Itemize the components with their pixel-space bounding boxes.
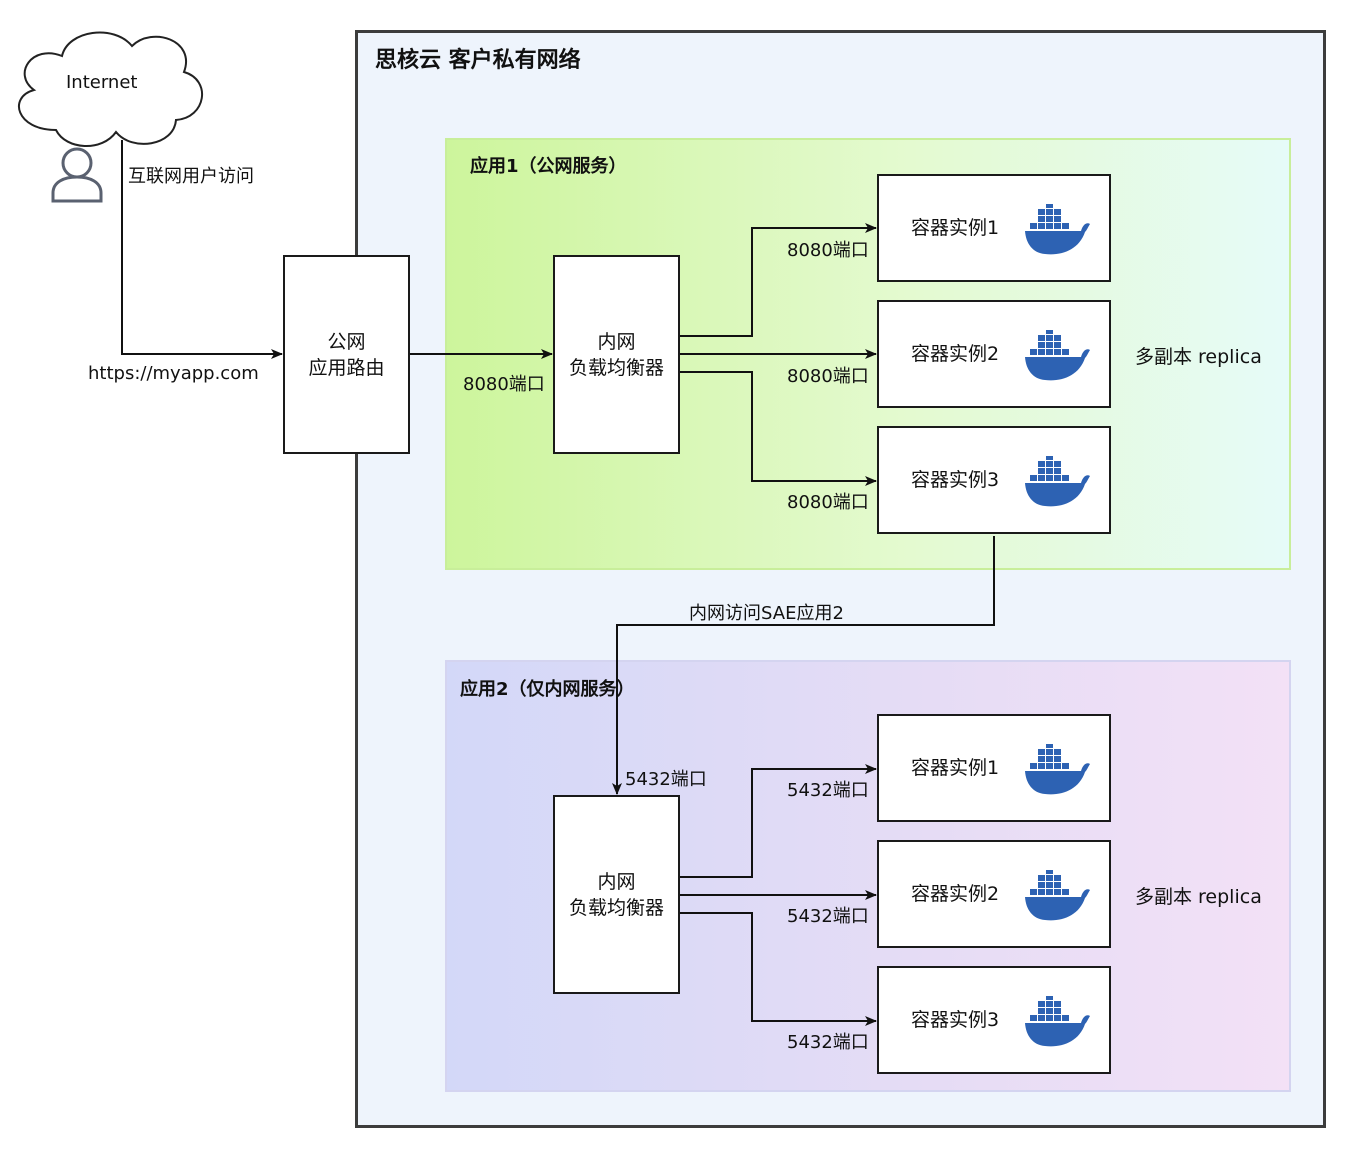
app1-internal-load-balancer: 内网 负载均衡器 — [553, 255, 680, 454]
app2-replica-label: 多副本 replica — [1135, 886, 1262, 908]
app2-lb-line1: 内网 — [597, 870, 636, 893]
user-icon — [51, 147, 103, 203]
app1-lb-line1: 内网 — [597, 330, 636, 353]
app2-inst3-port-label: 5432端口 — [787, 1032, 869, 1053]
lb1-to-inst1-line — [680, 223, 877, 337]
app1-lb-line2: 负载均衡器 — [568, 356, 664, 379]
app2-title: 应用2（仅内网服务） — [460, 679, 635, 700]
app1-inst1-port-label: 8080端口 — [787, 240, 869, 261]
app1-container-instance-2: 容器实例2 — [877, 300, 1111, 408]
url-label: https://myapp.com — [88, 363, 259, 384]
user-to-router-line — [121, 140, 283, 359]
user-access-label: 互联网用户访问 — [128, 166, 254, 187]
docker-icon — [1025, 870, 1090, 921]
app2-internal-load-balancer: 内网 负载均衡器 — [553, 795, 680, 994]
app1-to-app2-line — [612, 536, 995, 795]
app1-inst2-port-label: 8080端口 — [787, 366, 869, 387]
app1-container-instance-3: 容器实例3 — [877, 426, 1111, 534]
app2-inst1-port-label: 5432端口 — [787, 780, 869, 801]
instance-label: 容器实例2 — [911, 883, 1000, 905]
docker-icon — [1025, 456, 1090, 507]
app2-container-instance-2: 容器实例2 — [877, 840, 1111, 948]
public-app-router: 公网 应用路由 — [283, 255, 410, 454]
internet-cloud-icon — [18, 31, 203, 147]
app1-container-instance-1: 容器实例1 — [877, 174, 1111, 282]
lb2-to-inst3-line — [680, 912, 877, 1026]
app2-inst2-port-label: 5432端口 — [787, 906, 869, 927]
internal-access-label: 内网访问SAE应用2 — [689, 603, 844, 624]
docker-icon — [1025, 204, 1090, 255]
instance-label: 容器实例2 — [911, 343, 1000, 365]
app1-replica-label: 多副本 replica — [1135, 346, 1262, 368]
app2-container-instance-3: 容器实例3 — [877, 966, 1111, 1074]
router-line1: 公网 — [327, 330, 366, 353]
docker-icon — [1025, 996, 1090, 1047]
instance-label: 容器实例1 — [911, 757, 1000, 779]
lb1-to-inst3-line — [680, 371, 877, 486]
instance-label: 容器实例1 — [911, 217, 1000, 239]
lb2-to-inst1-line — [680, 764, 877, 878]
vpc-title: 思核云 客户私有网络 — [375, 48, 581, 73]
instance-label: 容器实例3 — [911, 1009, 1000, 1031]
app2-lb-line2: 负载均衡器 — [568, 896, 664, 919]
instance-label: 容器实例3 — [911, 469, 1000, 491]
app2-container-instance-1: 容器实例1 — [877, 714, 1111, 822]
internet-label: Internet — [66, 72, 138, 93]
router-line2: 应用路由 — [308, 356, 385, 379]
app1-inst3-port-label: 8080端口 — [787, 492, 869, 513]
app1-lb-port-label: 8080端口 — [463, 374, 545, 395]
docker-icon — [1025, 330, 1090, 381]
app2-lb-port-label: 5432端口 — [625, 769, 707, 790]
docker-icon — [1025, 744, 1090, 795]
app1-title: 应用1（公网服务） — [470, 156, 627, 177]
